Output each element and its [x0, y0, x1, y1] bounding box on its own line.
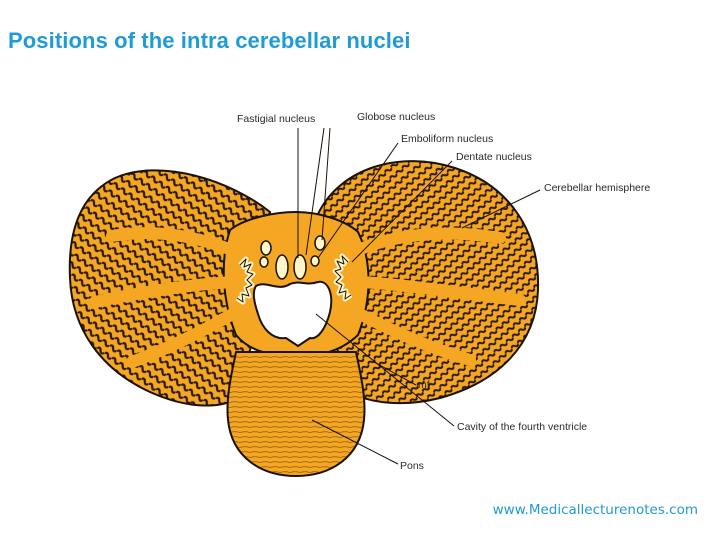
dentate-nucleus-left-outline	[236, 258, 254, 303]
dentate-nucleus-right-outline	[334, 255, 352, 300]
emboliform-nucleus-right	[310, 255, 320, 267]
globose-nucleus-left	[260, 240, 272, 256]
label-emboliform-nucleus: Emboliform nucleus	[401, 133, 493, 145]
slide-title: Positions of the intra cerebellar nuclei	[8, 28, 411, 53]
fastigial-nucleus-left	[275, 254, 289, 280]
footer-website-link[interactable]: www.Medicallecturenotes.com	[492, 502, 698, 518]
emboliform-nucleus-left	[259, 256, 269, 268]
label-dentate-nucleus: Dentate nucleus	[456, 151, 532, 163]
label-cerebellar-hemisphere: Cerebellar hemisphere	[544, 182, 650, 194]
label-cavity-fourth-ventricle: Cavity of the fourth ventricle	[457, 421, 587, 433]
fastigial-nucleus-right	[293, 254, 307, 280]
globose-nucleus-right	[314, 235, 326, 251]
left-white-branch	[89, 227, 242, 368]
right-white-branch	[350, 227, 526, 366]
label-fastigial-nucleus: Fastigial nucleus	[237, 113, 315, 125]
leader-lines	[297, 127, 541, 465]
label-pons: Pons	[400, 460, 424, 472]
right-hemisphere	[316, 160, 540, 405]
fourth-ventricle	[252, 280, 333, 348]
label-mf: mf	[418, 379, 430, 391]
pons-shape	[226, 351, 366, 478]
label-globose-nucleus: Globose nucleus	[357, 111, 435, 123]
